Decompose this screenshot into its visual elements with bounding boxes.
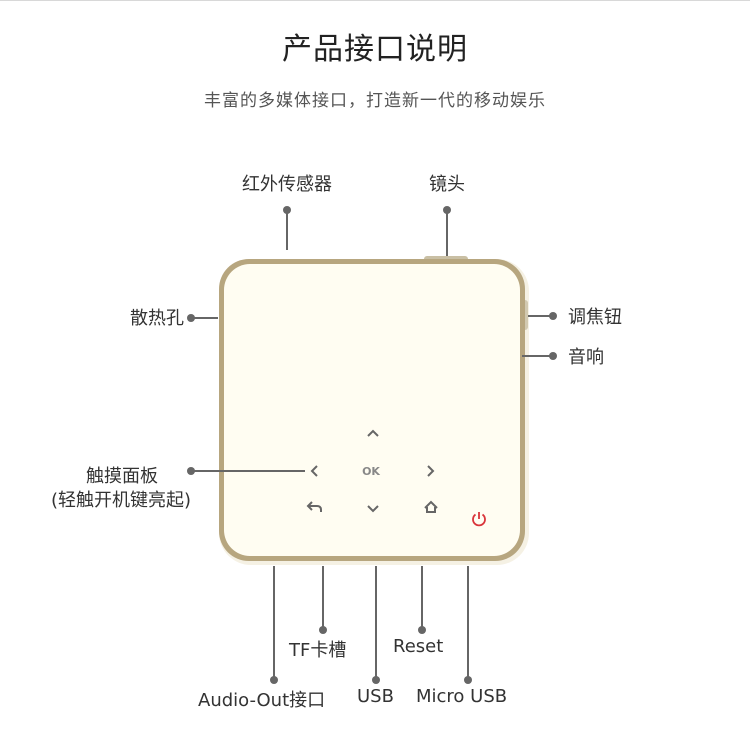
label-lens: 镜头 xyxy=(429,174,465,195)
reset-dot xyxy=(418,626,426,634)
label-ir-sensor: 红外传感器 xyxy=(242,174,332,195)
touch-panel-leader xyxy=(190,470,305,472)
home-icon xyxy=(418,494,444,520)
up-arrow-icon xyxy=(360,420,386,446)
label-micro-usb: Micro USB xyxy=(416,686,508,707)
tf-slot-dot xyxy=(319,626,327,634)
back-icon xyxy=(302,494,328,520)
speaker-dot xyxy=(549,352,557,360)
audio-out-dot xyxy=(270,676,278,684)
focus-leader xyxy=(528,315,550,317)
lens-bump xyxy=(424,256,468,261)
audio-out-leader xyxy=(273,566,275,678)
tf-slot-leader xyxy=(322,566,324,628)
label-touch-panel-note: (轻触开机键亮起) xyxy=(50,490,192,511)
label-vent: 散热孔 xyxy=(130,308,184,329)
vent-leader xyxy=(190,317,218,319)
page-title: 产品接口说明 xyxy=(282,32,468,67)
focus-dot xyxy=(549,312,557,320)
right-arrow-icon xyxy=(418,458,444,484)
page-subtitle: 丰富的多媒体接口，打造新一代的移动娱乐 xyxy=(204,91,546,111)
lens-leader xyxy=(446,210,448,256)
micro-usb-dot xyxy=(464,676,472,684)
label-tf-slot: TF卡槽 xyxy=(289,640,347,661)
label-audio-out: Audio-Out接口 xyxy=(198,690,326,711)
ir-sensor-leader xyxy=(286,210,288,250)
usb-leader xyxy=(375,566,377,678)
focus-knob xyxy=(523,300,528,330)
micro-usb-leader xyxy=(467,566,469,678)
top-divider xyxy=(0,0,750,1)
down-arrow-icon xyxy=(360,496,386,522)
label-focus: 调焦钮 xyxy=(568,307,622,328)
power-icon xyxy=(466,506,492,532)
device-top-face xyxy=(224,264,520,556)
label-reset: Reset xyxy=(393,636,444,657)
ok-key: OK xyxy=(362,464,380,478)
label-usb: USB xyxy=(357,686,394,707)
left-arrow-icon xyxy=(301,458,327,484)
label-touch-panel: 触摸面板 xyxy=(86,466,158,487)
reset-leader xyxy=(421,566,423,628)
usb-dot xyxy=(372,676,380,684)
speaker-leader xyxy=(522,355,550,357)
label-speaker: 音响 xyxy=(568,347,604,368)
